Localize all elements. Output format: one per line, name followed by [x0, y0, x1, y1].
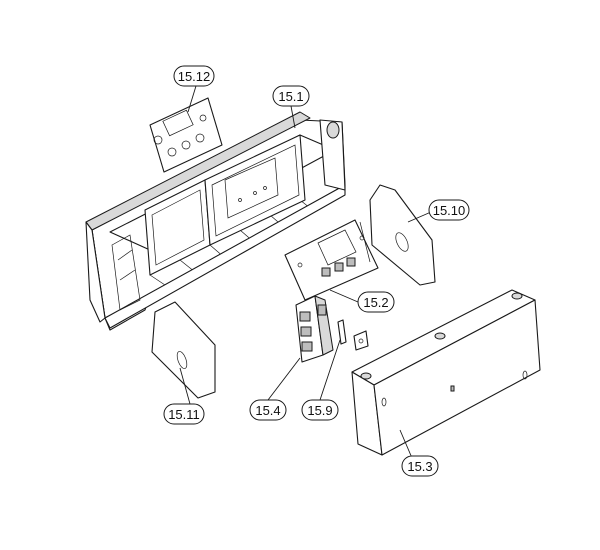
part-15-4-connector-block	[295, 295, 334, 363]
callout-label-15-11: 15.11	[168, 407, 200, 422]
part-15-3-front-cover	[351, 289, 541, 456]
callout-15-12: 15.12	[173, 65, 215, 87]
callout-label-15-9: 15.9	[307, 403, 332, 418]
part-15-12-label-sheet	[149, 97, 223, 173]
part-15-11-end-plate	[151, 301, 216, 399]
callout-label-15-3: 15.3	[407, 459, 432, 474]
callout-15-1: 15.1	[272, 85, 310, 107]
callout-label-15-4: 15.4	[255, 403, 280, 418]
callout-label-15-10: 15.10	[433, 203, 466, 218]
callout-15-4: 15.4	[249, 399, 287, 421]
part-15-9-pin	[337, 319, 347, 345]
callout-15-2: 15.2	[357, 291, 395, 313]
callout-15-10: 15.10	[428, 199, 470, 221]
leader-lines	[179, 85, 432, 459]
clip-part	[353, 330, 369, 351]
callout-15-11: 15.11	[163, 403, 205, 425]
callout-label-15-2: 15.2	[363, 295, 388, 310]
part-15-2-circuit-board	[284, 219, 379, 301]
part-15-10-end-plate	[369, 184, 436, 286]
callout-15-9: 15.9	[301, 399, 339, 421]
part-15-1-housing	[85, 111, 346, 331]
callout-label-15-1: 15.1	[278, 89, 303, 104]
callout-label-15-12: 15.12	[178, 69, 211, 84]
callout-15-3: 15.3	[401, 455, 439, 477]
